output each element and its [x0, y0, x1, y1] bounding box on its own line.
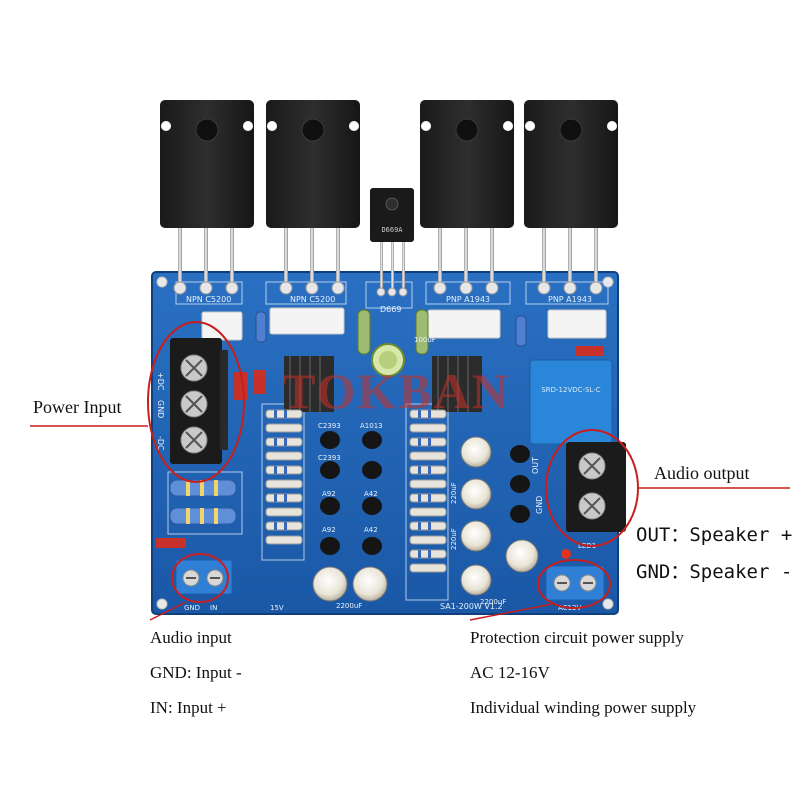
- silk-driver: D669: [380, 305, 401, 314]
- silk-tr6: A42: [364, 490, 378, 498]
- resistor-column-left: [265, 409, 303, 545]
- driver-transistor: D669A: [370, 188, 414, 290]
- silk-tr1: C2393: [318, 422, 341, 430]
- label-audio-output: Audio output: [654, 463, 750, 483]
- silk-tr3: A1013: [360, 422, 383, 430]
- silk-cap-2200-b: 2200uF: [480, 598, 506, 606]
- electrolytic-caps: [312, 436, 539, 602]
- relay-text: SRD-12VDC-SL-C: [541, 386, 600, 394]
- label-protection: Protection circuit power supply: [470, 628, 684, 647]
- silk-in: IN: [210, 604, 217, 612]
- silk-dc-plus: +DC: [156, 372, 165, 391]
- label-gnd-speaker: GND：Speaker -: [636, 561, 793, 583]
- silk-tr4: A92: [322, 490, 336, 498]
- silk-gnd-out: GND: [535, 496, 544, 514]
- driver-body-text: D669A: [381, 226, 403, 234]
- label-winding: Individual winding power supply: [470, 698, 697, 717]
- silk-pnp-left: PNP A1943: [446, 295, 490, 304]
- capacitor-100uf: 100uF: [371, 336, 436, 377]
- silk-npn-right: NPN C5200: [290, 295, 335, 304]
- input-terminal-block: [175, 559, 233, 595]
- silk-npn-left: NPN C5200: [186, 295, 231, 304]
- silk-tr7: A42: [364, 526, 378, 534]
- small-resistors-top: [255, 309, 527, 355]
- label-gnd-input: GND: Input -: [150, 663, 242, 682]
- label-out-speaker: OUT：Speaker +: [636, 524, 793, 546]
- output-terminal-block: [566, 442, 626, 532]
- silk-gnd-in: GND: [184, 604, 200, 612]
- power-transistor-pnp-1: [420, 100, 514, 287]
- label-ac-range: AC 12-16V: [470, 663, 550, 682]
- power-terminal-block: [170, 338, 228, 464]
- silk-cap-2200-a: 2200uF: [336, 602, 362, 610]
- silk-pnp-right: PNP A1943: [548, 295, 592, 304]
- solder-pads: [173, 281, 603, 297]
- silk-cap-100uf: 100uF: [414, 336, 436, 344]
- cement-resistors: [201, 307, 607, 341]
- power-resistors-left: [169, 479, 237, 525]
- silk-15v: 15V: [270, 604, 284, 612]
- board-title: SA1-200W V1.2: [440, 602, 503, 611]
- power-transistor-npn-2: [266, 100, 360, 287]
- watermark: TOKBAN: [282, 363, 510, 419]
- silk-tr2: C2393: [318, 454, 341, 462]
- label-in-input: IN: Input +: [150, 698, 227, 717]
- power-transistor-pnp-2: [524, 100, 618, 287]
- small-transistors: [320, 431, 530, 555]
- silk-tr5: A92: [322, 526, 336, 534]
- silk-out: OUT: [531, 457, 540, 474]
- silk-gnd-power: GND: [156, 400, 165, 418]
- label-power-input: Power Input: [33, 397, 122, 417]
- ac-terminal-block: [545, 549, 605, 601]
- callout-lines: [30, 425, 790, 621]
- label-audio-input: Audio input: [150, 628, 232, 647]
- resistor-column-right: [409, 409, 447, 573]
- silk-dc-minus: -DC: [156, 436, 165, 451]
- silk-cap-220-b: 220uF: [450, 528, 458, 550]
- silk-cap-220-a: 220uF: [450, 482, 458, 504]
- power-transistor-npn-1: [160, 100, 254, 287]
